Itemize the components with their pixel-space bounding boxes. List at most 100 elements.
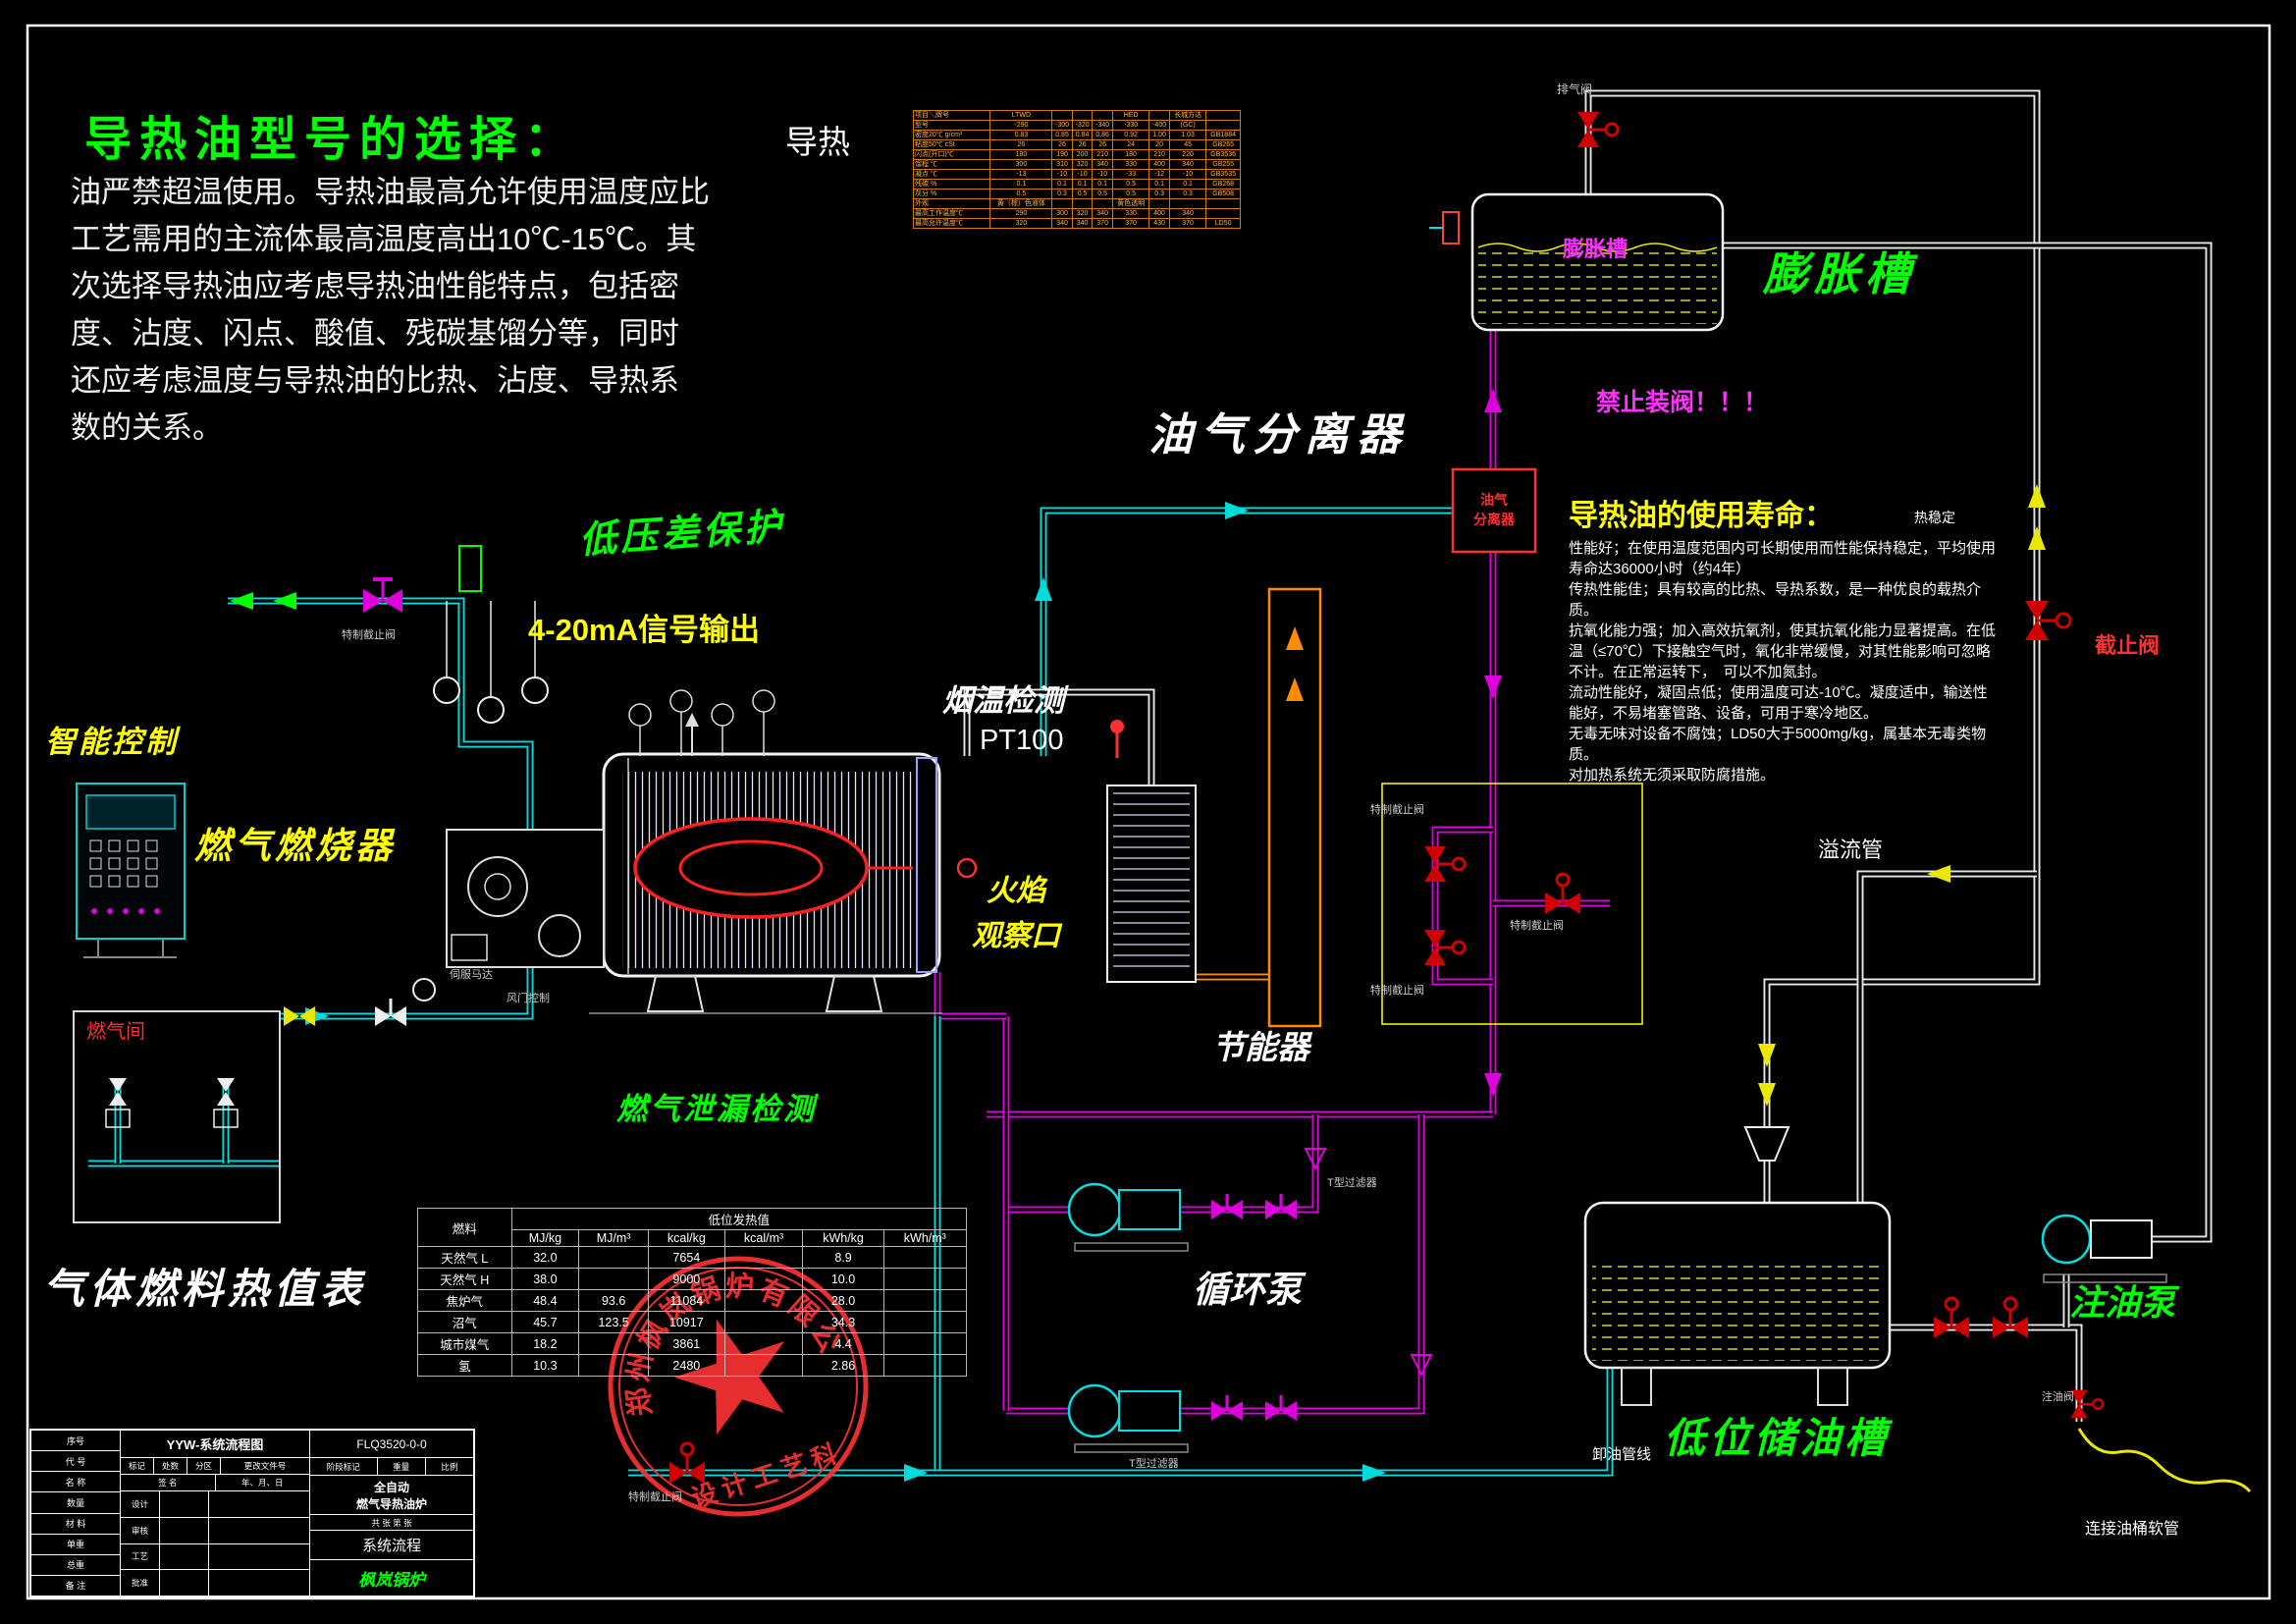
gas-room-label: 燃气间 <box>86 1021 145 1043</box>
boiler <box>589 689 978 1014</box>
gasroom-valve-1 <box>109 1078 127 1106</box>
circulation-pump-2 <box>1067 1383 1189 1453</box>
tb-cell: 重量 <box>378 1458 426 1475</box>
overflow-label: 溢流管 <box>1818 838 1884 862</box>
pt100-label: PT100 <box>980 725 1064 756</box>
arrow-left-green-2 <box>273 592 296 610</box>
smart-control-label: 智能控制 <box>45 725 179 759</box>
arrow-up-cyan-outlet <box>1035 577 1052 601</box>
tb-cell: 处数 <box>154 1458 187 1474</box>
arrow-up-magenta <box>1484 389 1502 412</box>
pipe-boiler-return <box>934 972 1006 1020</box>
fuel-table-title: 气体燃料热值表 <box>43 1266 367 1312</box>
stamp-star <box>673 1319 785 1435</box>
t-filter-label-1: T型过滤器 <box>1327 1177 1377 1189</box>
drawing-name: 系统流程 <box>361 1538 421 1554</box>
gas-ball-valve <box>284 1006 315 1026</box>
arrow-up-orange-2 <box>1286 677 1304 701</box>
strainers <box>1304 1148 1433 1378</box>
economizer-label: 节能器 <box>1212 1029 1309 1065</box>
pressure-instruments <box>433 545 549 724</box>
valves <box>109 112 2105 1484</box>
tb-cell: 名 称 <box>31 1472 120 1493</box>
arrow-right-cyan-unload-1 <box>904 1464 928 1482</box>
chimney-stack <box>1267 587 1322 1028</box>
arrow-down-magenta-1 <box>1484 676 1502 699</box>
tb-cell: 标记 <box>121 1458 154 1474</box>
boiler-stand-1 <box>646 975 705 1012</box>
separator-box-line1: 油气 <box>1480 492 1508 509</box>
pressure-switch <box>458 545 482 592</box>
title-block: 序号 代 号 名 称 数量 材 料 单重 总重 备 注 YYW-系统流程图 标记… <box>29 1429 475 1597</box>
title-block-right-column: FLQ3520-0-0 阶段标记 重量 比例 全自动 燃气导热油炉 共 张 第 … <box>310 1431 473 1596</box>
globe-valve-magenta <box>363 577 402 613</box>
pump1-valve-1 <box>1211 1194 1243 1219</box>
low-oil-storage-tank <box>1583 1126 1892 1406</box>
economizer <box>1106 720 1197 983</box>
fill-valve <box>2070 1389 2105 1419</box>
tb-cell: 单重 <box>31 1535 120 1555</box>
pt100-probe <box>1110 720 1124 733</box>
special-valve-1 <box>1424 846 1467 882</box>
flame-label-2: 观察口 <box>972 920 1060 952</box>
special-valve-2 <box>1424 930 1467 965</box>
pipe-valve-bypass <box>1431 826 1493 986</box>
separator-title: 油气分离器 <box>1148 409 1410 460</box>
doc-number: FLQ3520-0-0 <box>356 1436 427 1451</box>
doc-title: YYW-系统流程图 <box>166 1437 264 1452</box>
unload-valve <box>669 1441 705 1484</box>
flow-arrows <box>230 389 2046 1482</box>
special-valve-label-1: 特制截止阀 <box>342 629 396 641</box>
sheet-info: 共 张 第 张 <box>371 1517 412 1528</box>
service-life-body: 性能好；在使用温度范围内可长期使用而性能保持稳定，平均使用 寿命达36000小时… <box>1569 540 1997 784</box>
flame-sight-glass <box>956 857 978 879</box>
stop-valve-red <box>2025 601 2072 640</box>
tb-cell: 备 注 <box>65 1581 86 1592</box>
oil-filling-pump <box>2041 1214 2167 1283</box>
tb-cell: 代 号 <box>31 1451 120 1473</box>
vent-valve-label: 排气阀 <box>1557 82 1593 96</box>
tb-cell: 年、月、日 <box>240 1478 284 1488</box>
service-life-title: 导热油的使用寿命： <box>1569 500 1834 532</box>
unload-line-label: 卸油管线 <box>1592 1446 1652 1463</box>
tb-cell: 更改文件号 <box>243 1461 287 1471</box>
special-valve-label-3: 特制截止阀 <box>1370 985 1424 997</box>
arrow-right-cyan-outlet <box>1225 502 1249 519</box>
pipe-pump-suction <box>1890 1324 2083 1422</box>
special-valve-label-4: 特制截止阀 <box>1510 920 1564 932</box>
fill-funnel <box>1743 1126 1790 1162</box>
control-cabinet <box>76 783 186 958</box>
stop-valve-label: 截止阀 <box>2095 633 2161 658</box>
main-title-suffix: 导热 <box>785 124 850 160</box>
tb-cell: 数量 <box>31 1492 120 1514</box>
vent-valve-red <box>1577 112 1620 147</box>
separator-box-label: 油气 分离器 <box>1455 477 1533 544</box>
tb-cell: 阶段标记 <box>310 1458 378 1475</box>
expansion-tank-title: 膨胀槽 <box>1763 248 1916 299</box>
flue-temp-label: 烟温检测 <box>942 683 1064 718</box>
low-tank-label: 低位储油槽 <box>1664 1415 1891 1461</box>
arrow-down-yellow-1 <box>1758 1044 1776 1067</box>
control-screen <box>85 794 176 830</box>
tb-cell: 比例 <box>441 1461 458 1472</box>
arrow-right-cyan-unload-2 <box>1362 1464 1386 1482</box>
valve-group-box <box>1381 783 1643 1025</box>
safety-valve-icon <box>685 713 699 727</box>
separator-box-line2: 分离器 <box>1473 512 1515 527</box>
flame-inner <box>678 839 824 896</box>
pipe-overflow <box>1856 870 2037 1206</box>
tb-cell: 签 名 <box>121 1475 216 1490</box>
pipe-pump-branch-2 <box>1006 1114 1425 1415</box>
t-filter-label-2: T型过滤器 <box>1129 1458 1179 1470</box>
boiler-stand-2 <box>825 975 883 1012</box>
gas-room <box>73 1010 281 1223</box>
arrow-up-yellow-2 <box>2028 526 2046 550</box>
flame-label-1: 火焰 <box>987 875 1045 907</box>
gas-burner-label: 燃气燃烧器 <box>194 826 396 866</box>
pump2-valve-1 <box>1211 1395 1243 1421</box>
circulation-pump-1 <box>1067 1182 1189 1252</box>
suction-valve-1 <box>1934 1296 1969 1338</box>
servo-motor-label: 伺服马达 <box>450 969 493 981</box>
